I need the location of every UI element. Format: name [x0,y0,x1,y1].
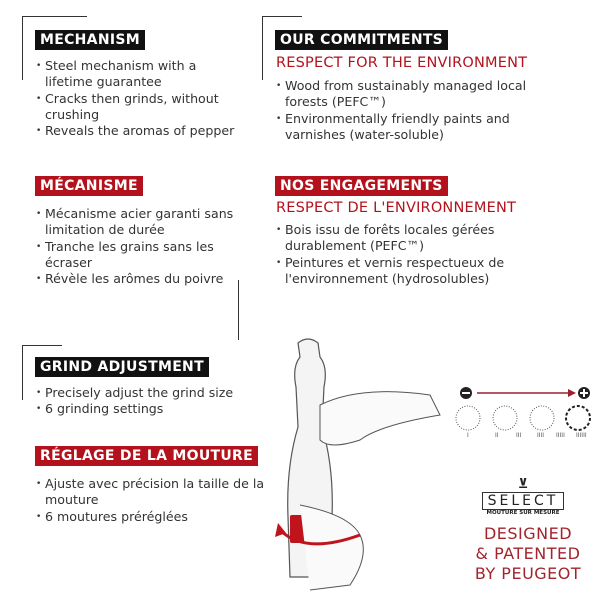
grind-list: Precisely adjust the grind size 6 grindi… [36,385,266,418]
frame-line [22,345,62,346]
list-item: Reveals the aromas of pepper [36,123,236,140]
frame-line [238,280,239,340]
grind-settings-diagram [455,387,591,431]
setting-label: II [495,432,499,439]
list-item: Peintures et vernis respectueux de l'env… [276,255,556,288]
mechanism-list: Steel mechanism with a lifetime guarante… [36,58,236,140]
list-item: Ajuste avec précision la taille de la mo… [36,476,266,509]
mecanisme-list: Mécanisme acier garanti sans limitation … [36,206,236,288]
setting-label: IIIIII [576,432,587,439]
frame-line [22,16,23,80]
frame-line [262,16,263,80]
logo-word: SELECT [482,492,564,510]
grind-heading: GRIND ADJUSTMENT [35,357,209,377]
commitments-heading: OUR COMMITMENTS [275,30,449,50]
grinder-illustration [275,338,441,591]
designed-line: & PATENTED [475,544,581,563]
list-item: Environmentally friendly paints and varn… [276,111,556,144]
setting-label: IIIII [556,432,565,439]
select-logo: ⊻ SELECT MOUTURE SUR MESURE [482,478,564,516]
frame-line [22,16,87,17]
list-item: Wood from sustainably managed local fore… [276,78,556,111]
reglage-heading: RÉGLAGE DE LA MOUTURE [35,446,258,466]
setting-label: IIII [537,432,545,439]
commitments-list: Wood from sustainably managed local fore… [276,78,556,143]
setting-label: I [467,432,469,439]
reglage-list: Ajuste avec précision la taille de la mo… [36,476,266,525]
setting-label: III [516,432,522,439]
designed-by-text: DESIGNED & PATENTED BY PEUGEOT [458,524,598,584]
frame-line [262,16,302,17]
designed-line: DESIGNED [483,524,573,543]
engagements-list: Bois issu de forêts locales gérées durab… [276,222,556,287]
list-item: Cracks then grinds, without crushing [36,91,236,124]
list-item: Steel mechanism with a lifetime guarante… [36,58,236,91]
frame-line [22,345,23,400]
list-item: Bois issu de forêts locales gérées durab… [276,222,556,255]
designed-line: BY PEUGEOT [474,564,582,583]
engagements-heading: NOS ENGAGEMENTS [275,176,448,196]
commitments-subtitle: RESPECT FOR THE ENVIRONMENT [276,55,528,71]
mechanism-heading: MECHANISM [35,30,145,50]
list-item: Precisely adjust the grind size [36,385,266,402]
mecanisme-heading: MÉCANISME [35,176,143,196]
settings-scale: I II III IIII IIIII IIIIII [450,432,600,444]
list-item: 6 moutures préréglées [36,509,266,526]
list-item: 6 grinding settings [36,401,266,418]
logo-tagline: MOUTURE SUR MESURE [486,510,560,516]
list-item: Tranche les grains sans les écraser [36,239,236,272]
engagements-subtitle: RESPECT DE L'ENVIRONNEMENT [276,200,517,216]
list-item: Révèle les arômes du poivre [36,271,236,288]
list-item: Mécanisme acier garanti sans limitation … [36,206,236,239]
